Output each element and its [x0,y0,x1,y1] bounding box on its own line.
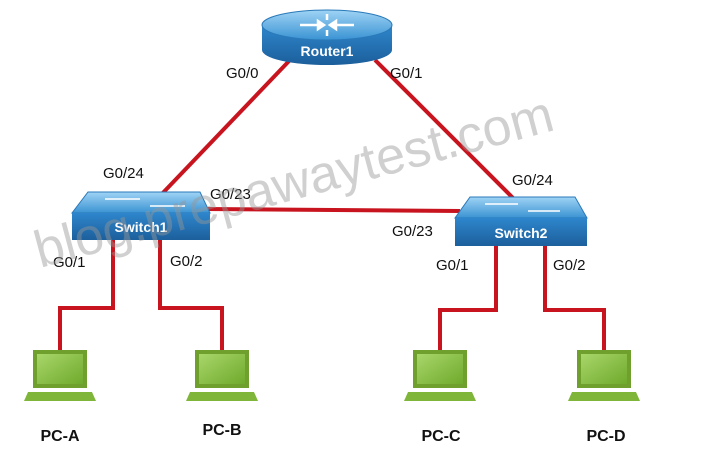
pc-a-keyboard [24,392,96,401]
pc-c-keyboard [404,392,476,401]
switch1-port-g0-1: G0/1 [53,254,86,271]
switch1-port-g0-24: G0/24 [103,165,144,182]
link-switch1-pc-a [58,240,115,352]
switch1-port-g0-23: G0/23 [210,186,251,203]
switch2-front [455,218,587,246]
router-port-g0-0: G0/0 [226,65,259,82]
router1[interactable]: Router1 [261,9,393,65]
switch2-port-g0-24: G0/24 [512,172,553,189]
link-router-switch1 [156,58,292,200]
link-switch1-switch2 [204,207,461,213]
pc-c[interactable] [404,350,476,401]
switch2-label: Switch2 [495,225,548,241]
link-switch1-pc-b [158,240,224,352]
pc-b-keyboard [186,392,258,401]
router-port-g0-1: G0/1 [390,65,423,82]
pc-d-screen [581,354,627,384]
router-label: Router1 [301,43,354,59]
pc-d-label: PC-D [586,428,625,445]
pc-d[interactable] [568,350,640,401]
switch2-arrows-icon [485,203,560,212]
switch1[interactable]: Switch1 [70,191,211,240]
pc-d-keyboard [568,392,640,401]
switch1-arrows-icon [105,198,185,207]
switch1-front [72,213,210,240]
switch2-port-g0-23: G0/23 [392,223,433,240]
links [58,58,606,352]
link-switch2-pc-c [438,246,498,352]
pc-b[interactable] [186,350,258,401]
pc-a-screen [37,354,83,384]
switch1-label: Switch1 [115,219,168,235]
switch2-port-g0-2: G0/2 [553,257,586,274]
pc-c-label: PC-C [421,428,461,445]
pc-b-label: PC-B [202,422,241,439]
pc-a-label: PC-A [40,428,80,445]
link-router-switch2 [373,58,517,202]
router-top [261,9,393,41]
switch2-top [454,196,588,219]
pc-b-screen [199,354,245,384]
pc-a[interactable] [24,350,96,401]
switch2-port-g0-1: G0/1 [436,257,469,274]
pc-c-screen [417,354,463,384]
switch1-port-g0-2: G0/2 [170,253,203,270]
router-arrows-icon [300,14,354,36]
switch2[interactable]: Switch2 [454,196,588,246]
link-switch2-pc-d [543,246,606,352]
watermark: blog.prepawaytest.com [28,85,560,279]
